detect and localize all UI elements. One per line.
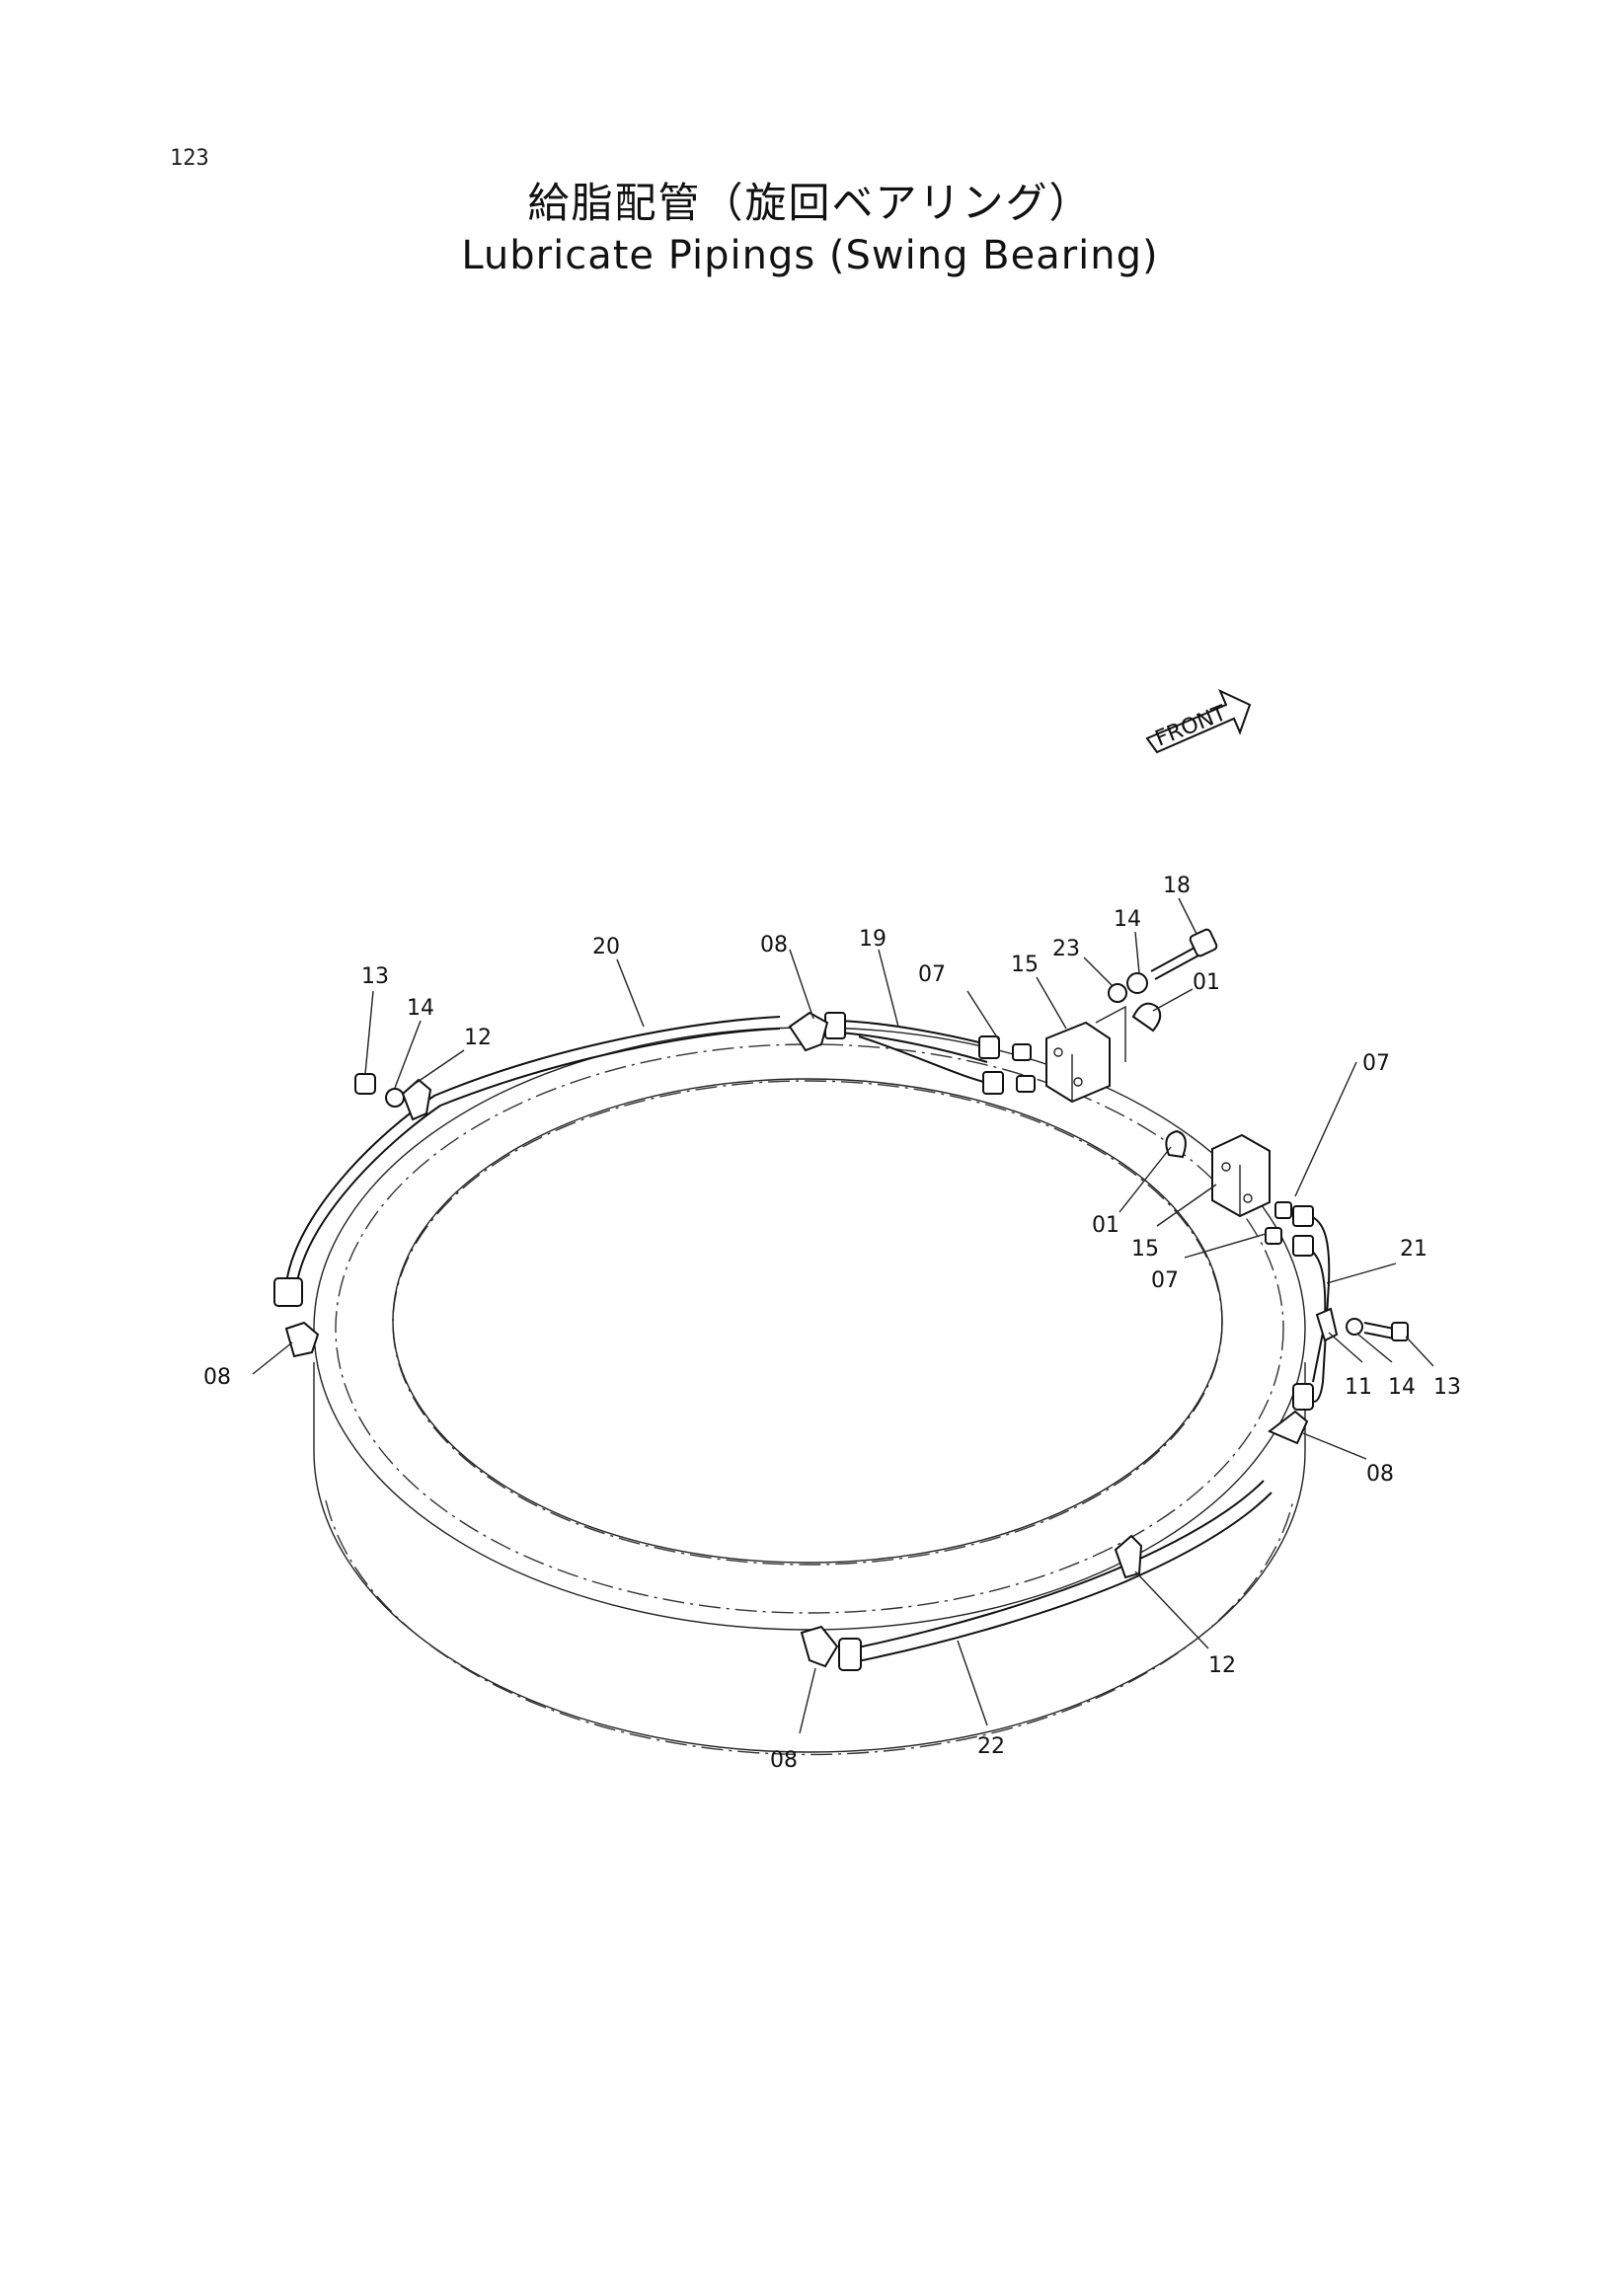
elbow-fitting-08-left — [284, 1321, 320, 1358]
callout-numbers: 18 14 23 01 20 08 19 07 15 13 14 12 07 0… — [203, 874, 1461, 1773]
callout-13-left: 13 — [361, 964, 389, 989]
distributor-block-15-lower — [1211, 1133, 1271, 1218]
callout-14-right: 14 — [1388, 1375, 1416, 1400]
lube-pipe-19 — [824, 1012, 1004, 1095]
callout-08-left: 08 — [203, 1365, 231, 1390]
callout-20: 20 — [592, 935, 620, 959]
callout-14-upper: 14 — [1114, 907, 1141, 932]
mounting-bracket — [1095, 1005, 1126, 1062]
callout-13-right: 13 — [1433, 1375, 1461, 1400]
distributor-block-15-upper — [1045, 1021, 1111, 1104]
bolt-18 — [1150, 928, 1218, 980]
front-label: FRONT — [1152, 701, 1231, 752]
callout-08-bottom: 08 — [770, 1748, 798, 1773]
callout-14-left: 14 — [407, 996, 434, 1021]
callout-12-bottom: 12 — [1208, 1653, 1236, 1678]
callout-07-right: 07 — [1362, 1051, 1390, 1076]
elbow-fitting-08-right — [1268, 1410, 1309, 1445]
washer-14-upper — [1126, 972, 1148, 994]
connector-07-lower-1 — [1274, 1201, 1292, 1219]
callout-22: 22 — [977, 1734, 1005, 1759]
connector-07-top-2 — [1016, 1075, 1036, 1093]
front-arrow-icon: FRONT — [1145, 688, 1252, 754]
callout-15-lower: 15 — [1131, 1237, 1159, 1262]
lube-pipe-22 — [838, 1480, 1273, 1671]
washer-14-left — [385, 1088, 405, 1108]
callout-18: 18 — [1163, 874, 1191, 898]
connector-07-top-1 — [1012, 1043, 1032, 1061]
callout-07-top: 07 — [918, 962, 946, 987]
clamp-11 — [1315, 1307, 1339, 1342]
grease-nipple-01-upper — [1131, 1002, 1162, 1033]
clamp-12-bottom — [1114, 1534, 1143, 1579]
callout-01-lower: 01 — [1092, 1213, 1119, 1238]
page-number: 123 — [170, 146, 209, 171]
lube-pipe-20 — [273, 1016, 781, 1307]
grease-nipple-01-lower — [1165, 1129, 1187, 1159]
elbow-fitting-08-top — [788, 1011, 829, 1052]
callout-15-upper: 15 — [1011, 953, 1039, 977]
callout-11: 11 — [1345, 1375, 1372, 1400]
callout-01-upper: 01 — [1193, 970, 1220, 995]
callout-07-lower: 07 — [1151, 1268, 1179, 1293]
callout-23: 23 — [1052, 937, 1080, 961]
bolt-13-right — [1363, 1322, 1409, 1341]
connector-07-lower-2 — [1265, 1227, 1282, 1245]
washer-14-right — [1346, 1318, 1363, 1336]
leader-lines — [252, 897, 1434, 1734]
callout-08-right: 08 — [1366, 1462, 1394, 1487]
callout-08-top: 08 — [760, 933, 788, 957]
callout-19: 19 — [859, 927, 887, 952]
bolt-13-left — [354, 1073, 376, 1095]
clamp-12-left — [401, 1078, 432, 1121]
callout-12-left: 12 — [464, 1026, 492, 1050]
title-japanese: 給脂配管（旋回ベアリング） — [527, 179, 1093, 227]
washer-23 — [1108, 983, 1127, 1003]
callout-21: 21 — [1400, 1237, 1427, 1262]
title-english: Lubricate Pipings (Swing Bearing) — [461, 233, 1159, 278]
elbow-fitting-08-bottom — [800, 1625, 839, 1668]
